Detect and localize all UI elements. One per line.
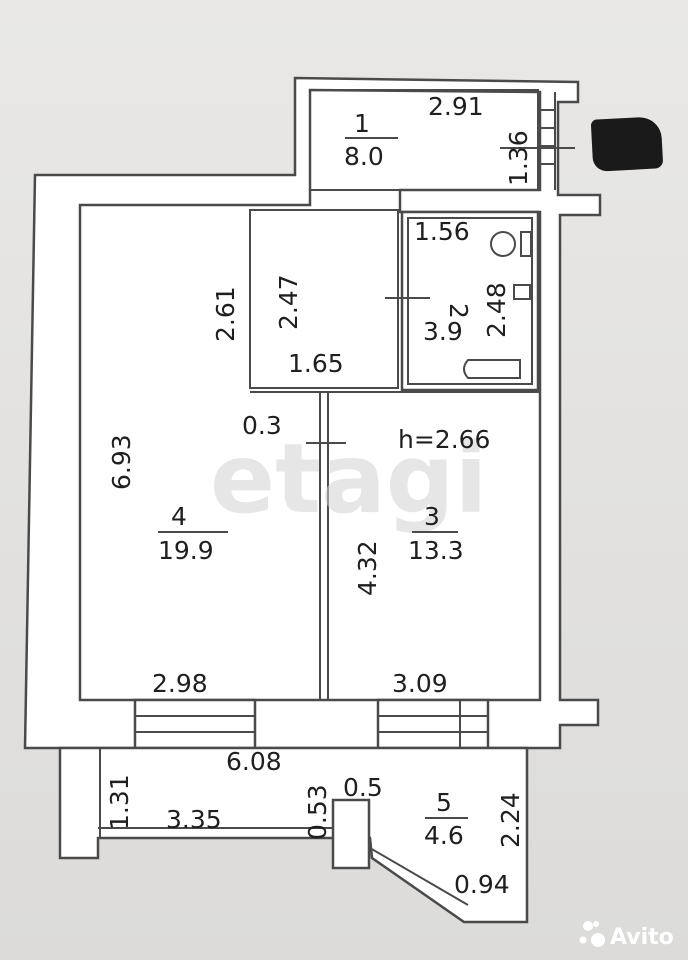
dim-2-98: 2.98 [152,669,208,698]
dim-6-08: 6.08 [226,747,282,776]
ventilation-shaft [500,92,575,190]
window-right [376,698,490,760]
room-5-number: 5 [436,788,452,817]
window-left [133,698,257,750]
dim-4-32: 4.32 [353,540,382,596]
dim-2-47: 2.47 [274,274,303,330]
dim-1-56: 1.56 [414,217,470,246]
toilet-icon [513,284,531,300]
avito-logo: Avito [579,921,674,950]
room-3-number: 3 [424,502,440,531]
dim-2-61: 2.61 [211,286,240,342]
dim-0-94: 0.94 [454,870,510,899]
room-3-area: 13.3 [408,536,464,565]
dim-2-24: 2.24 [496,792,525,848]
room-4-area: 19.9 [158,536,214,565]
room-2-number: 2 [444,303,473,319]
dim-2-91: 2.91 [428,92,484,121]
room-2-inner [407,217,533,385]
avito-text: Avito [610,925,674,950]
dim-0-53: 0.53 [303,784,332,840]
redaction-mark [590,116,664,172]
ceiling-height: h=2.66 [398,425,490,454]
room-4-number: 4 [171,502,187,531]
dim-1-36: 1.36 [504,130,533,186]
balcony-diagonal [369,847,469,906]
dim-6-93: 6.93 [107,434,136,490]
dim-0-3: 0.3 [242,411,282,440]
room-5-area: 4.6 [424,821,464,850]
dim-2-48: 2.48 [482,282,511,338]
balcony-column [331,798,371,870]
dim-0-5: 0.5 [343,773,383,802]
dim-1-31: 1.31 [105,774,134,830]
room-1-area: 8.0 [344,142,384,171]
dim-3-09: 3.09 [392,669,448,698]
dim-3-35: 3.35 [166,805,222,834]
dim-1-65: 1.65 [288,349,344,378]
watermark: etagi [210,423,487,535]
sink-icon [490,231,532,257]
room-1-number: 1 [354,109,370,138]
bathtub-icon [463,359,521,379]
room-2-area: 3.9 [423,317,463,346]
